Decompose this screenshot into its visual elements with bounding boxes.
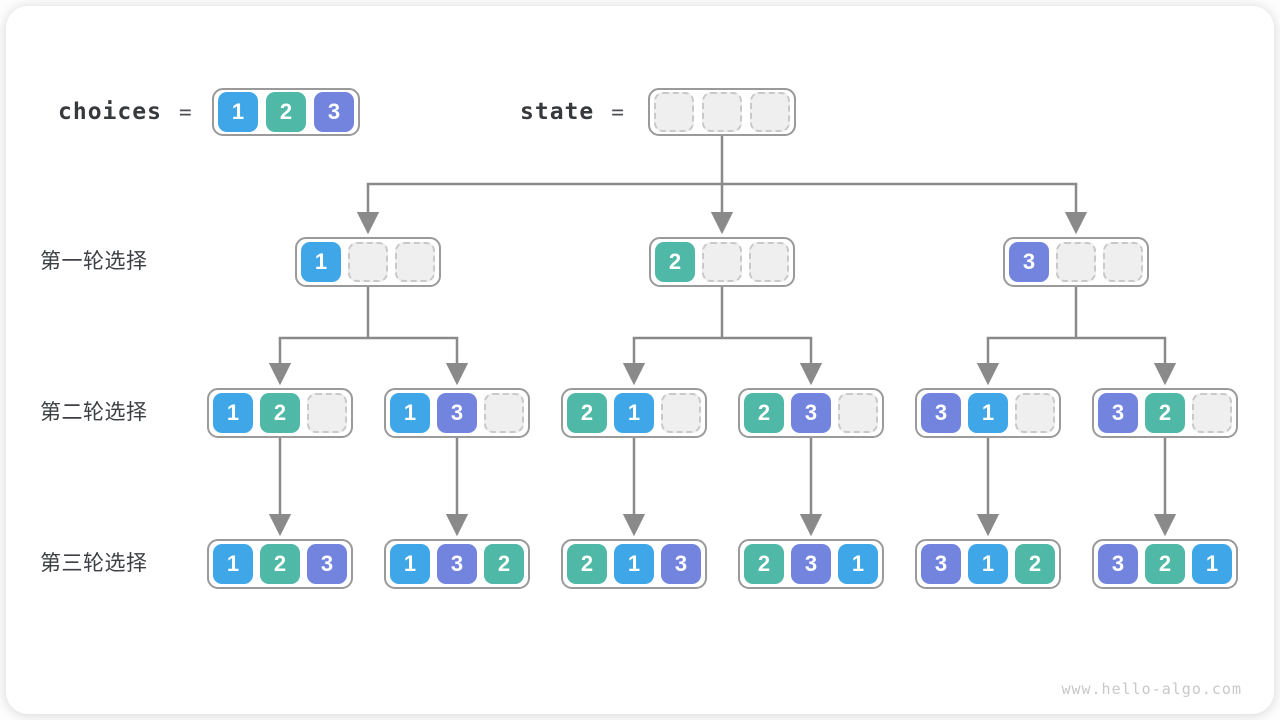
empty-cell bbox=[661, 393, 701, 433]
choices-cell: 1 bbox=[218, 92, 258, 132]
sequence-cell: 2 bbox=[484, 544, 524, 584]
watermark: www.hello-algo.com bbox=[1061, 680, 1242, 698]
sequence-cell: 1 bbox=[968, 393, 1008, 433]
sequence-cell: 3 bbox=[437, 544, 477, 584]
empty-cell bbox=[484, 393, 524, 433]
empty-cell bbox=[838, 393, 878, 433]
sequence-cell: 1 bbox=[213, 393, 253, 433]
sequence-box: 2 bbox=[649, 237, 795, 287]
equals-sign: = bbox=[611, 100, 624, 124]
empty-cell bbox=[1015, 393, 1055, 433]
sequence-cell: 2 bbox=[1145, 544, 1185, 584]
sequence-cell: 1 bbox=[968, 544, 1008, 584]
sequence-cell: 1 bbox=[838, 544, 878, 584]
sequence-cell: 3 bbox=[921, 544, 961, 584]
sequence-cell: 2 bbox=[744, 544, 784, 584]
sequence-cell: 3 bbox=[791, 393, 831, 433]
sequence-cell: 1 bbox=[301, 242, 341, 282]
sequence-box: 3 bbox=[1003, 237, 1149, 287]
sequence-cell: 2 bbox=[260, 393, 300, 433]
sequence-cell: 3 bbox=[307, 544, 347, 584]
state-cell bbox=[654, 92, 694, 132]
round-2-label: 第二轮选择 bbox=[40, 401, 148, 424]
sequence-box: 2 3 1 bbox=[738, 539, 884, 589]
sequence-cell: 1 bbox=[614, 393, 654, 433]
empty-cell bbox=[348, 242, 388, 282]
empty-cell bbox=[1192, 393, 1232, 433]
sequence-cell: 3 bbox=[1098, 544, 1138, 584]
state-array bbox=[648, 88, 796, 136]
choices-label: choices bbox=[58, 99, 162, 125]
sequence-cell: 1 bbox=[614, 544, 654, 584]
sequence-cell: 2 bbox=[567, 544, 607, 584]
empty-cell bbox=[395, 242, 435, 282]
sequence-cell: 2 bbox=[655, 242, 695, 282]
sequence-box: 1 2 3 bbox=[207, 539, 353, 589]
sequence-box: 1 3 bbox=[384, 388, 530, 438]
round-3-label: 第三轮选择 bbox=[40, 552, 148, 575]
sequence-cell: 3 bbox=[1098, 393, 1138, 433]
choices-cell: 3 bbox=[314, 92, 354, 132]
choices-cell: 2 bbox=[266, 92, 306, 132]
state-cell bbox=[750, 92, 790, 132]
sequence-box: 3 2 1 bbox=[1092, 539, 1238, 589]
sequence-box: 2 3 bbox=[738, 388, 884, 438]
sequence-cell: 2 bbox=[1015, 544, 1055, 584]
sequence-box: 3 1 bbox=[915, 388, 1061, 438]
round-1-label: 第一轮选择 bbox=[40, 250, 148, 273]
sequence-cell: 1 bbox=[390, 393, 430, 433]
empty-cell bbox=[307, 393, 347, 433]
sequence-cell: 3 bbox=[791, 544, 831, 584]
sequence-box: 1 2 bbox=[207, 388, 353, 438]
sequence-cell: 1 bbox=[1192, 544, 1232, 584]
sequence-cell: 2 bbox=[567, 393, 607, 433]
sequence-cell: 1 bbox=[390, 544, 430, 584]
sequence-cell: 3 bbox=[1009, 242, 1049, 282]
state-cell bbox=[702, 92, 742, 132]
equals-sign: = bbox=[178, 100, 192, 124]
sequence-box: 3 1 2 bbox=[915, 539, 1061, 589]
empty-cell bbox=[702, 242, 742, 282]
state-header: state = bbox=[520, 88, 624, 136]
empty-cell bbox=[1103, 242, 1143, 282]
sequence-cell: 2 bbox=[1145, 393, 1185, 433]
sequence-cell: 1 bbox=[213, 544, 253, 584]
sequence-cell: 3 bbox=[661, 544, 701, 584]
sequence-cell: 2 bbox=[260, 544, 300, 584]
choices-header: choices = bbox=[58, 88, 192, 136]
sequence-box: 1 3 2 bbox=[384, 539, 530, 589]
sequence-box: 2 1 3 bbox=[561, 539, 707, 589]
empty-cell bbox=[749, 242, 789, 282]
empty-cell bbox=[1056, 242, 1096, 282]
sequence-cell: 2 bbox=[744, 393, 784, 433]
sequence-cell: 3 bbox=[437, 393, 477, 433]
state-label: state bbox=[520, 99, 595, 125]
sequence-box: 2 1 bbox=[561, 388, 707, 438]
sequence-box: 1 bbox=[295, 237, 441, 287]
sequence-box: 3 2 bbox=[1092, 388, 1238, 438]
choices-array: 1 2 3 bbox=[212, 88, 360, 136]
sequence-cell: 3 bbox=[921, 393, 961, 433]
